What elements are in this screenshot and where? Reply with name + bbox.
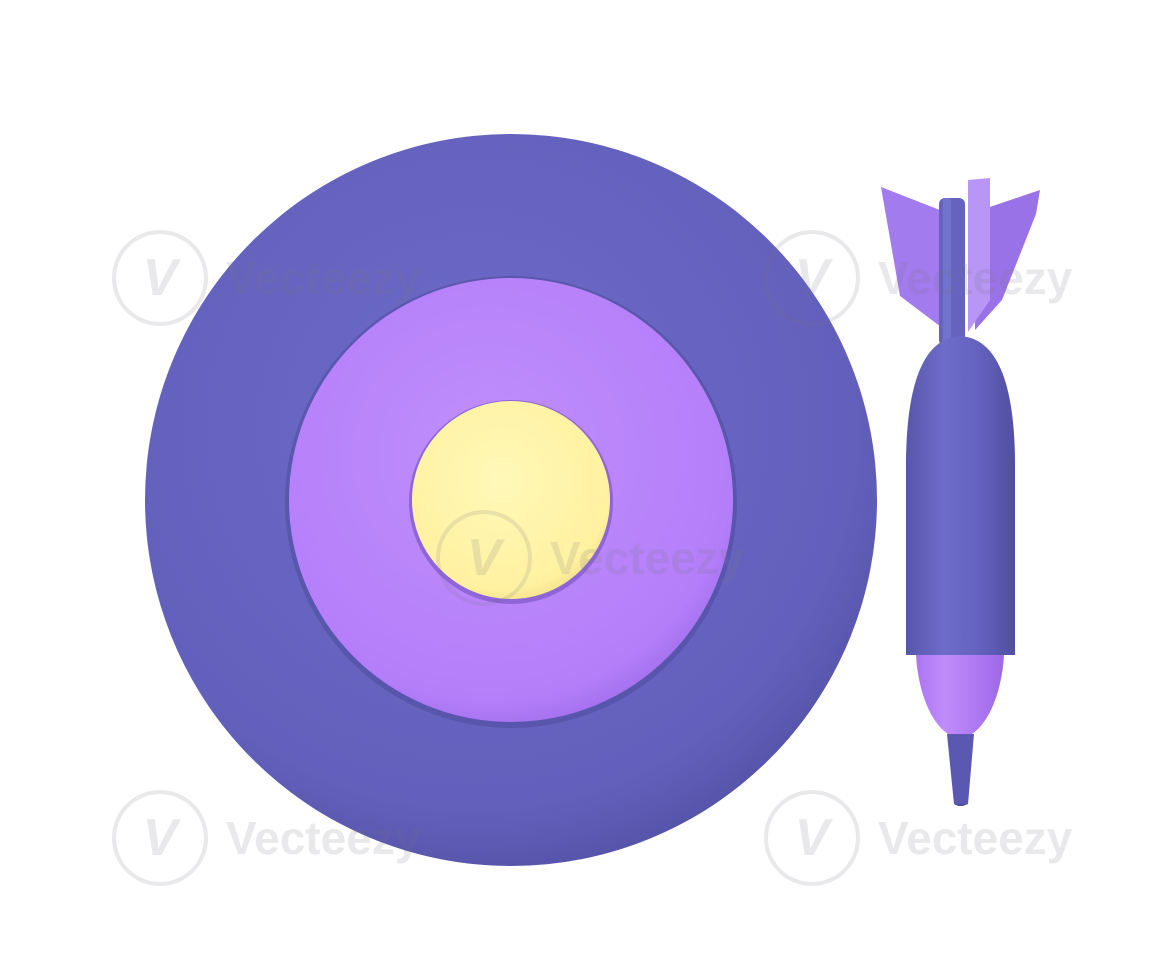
dart-shaft [939,198,965,346]
dart-icon [881,178,1040,806]
dart-barrel [906,336,1015,655]
dart-fin-center [968,178,990,332]
dart-fin-left [881,187,945,330]
bullseye [412,401,610,599]
dart-band [906,655,1004,734]
dartboard-icon [145,134,877,866]
dart-fin-right [975,190,1040,330]
dart-tip [947,734,974,804]
